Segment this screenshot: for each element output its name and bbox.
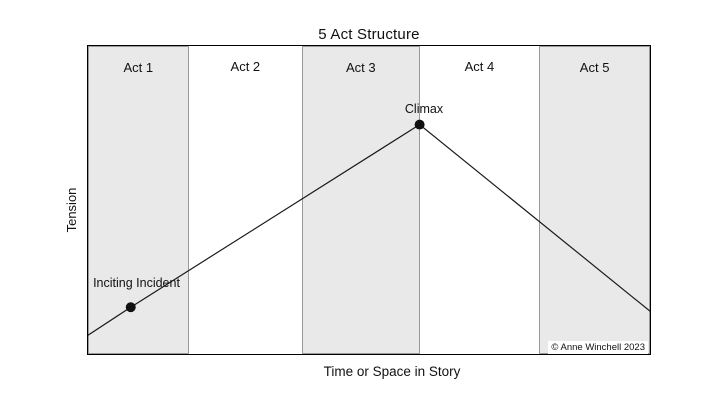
tension-line xyxy=(88,123,650,336)
inciting-incident-label: Inciting Incident xyxy=(93,276,180,290)
act-band-1-label: Act 1 xyxy=(123,60,154,75)
climax-point xyxy=(414,119,425,130)
inciting-incident-point xyxy=(125,302,136,313)
tension-line-svg xyxy=(88,119,650,336)
act-band-4-label: Act 4 xyxy=(464,59,495,74)
copyright-credit: © Anne Winchell 2023 xyxy=(548,341,648,354)
chart-title: 5 Act Structure xyxy=(318,26,420,43)
climax-label: Climax xyxy=(404,102,444,116)
act-band-2-label: Act 2 xyxy=(230,59,261,74)
y-axis-label: Tension xyxy=(64,187,79,233)
act-band-3-label: Act 3 xyxy=(346,60,376,75)
act-band-5: Act 5 xyxy=(539,46,650,354)
act-band-2: Act 2 xyxy=(189,46,303,354)
plot-area: Act 1 Act 2 Act 3 Act 4 Act 5 Climax Inc… xyxy=(87,45,651,355)
act-band-4: Act 4 xyxy=(420,46,540,354)
act-bands: Act 1 Act 2 Act 3 Act 4 Act 5 xyxy=(88,46,650,354)
act-band-3: Act 3 xyxy=(302,46,420,354)
x-axis-label: Time or Space in Story xyxy=(323,364,461,379)
act-band-5-label: Act 5 xyxy=(579,60,610,75)
